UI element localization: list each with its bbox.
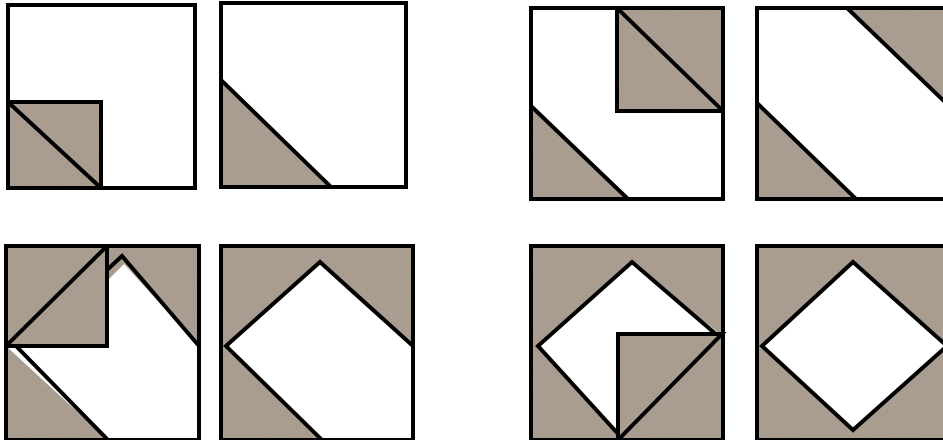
block-left-bottom-2 — [221, 246, 413, 440]
block-left-top-1 — [8, 5, 195, 188]
block-right-top-2 — [757, 8, 943, 199]
block-left-bottom-1 — [6, 246, 199, 440]
block-right-bottom-2 — [757, 246, 943, 440]
block-right-bottom-1 — [531, 246, 723, 440]
block-right-top-1 — [531, 8, 723, 199]
block-left-top-2 — [221, 3, 406, 187]
